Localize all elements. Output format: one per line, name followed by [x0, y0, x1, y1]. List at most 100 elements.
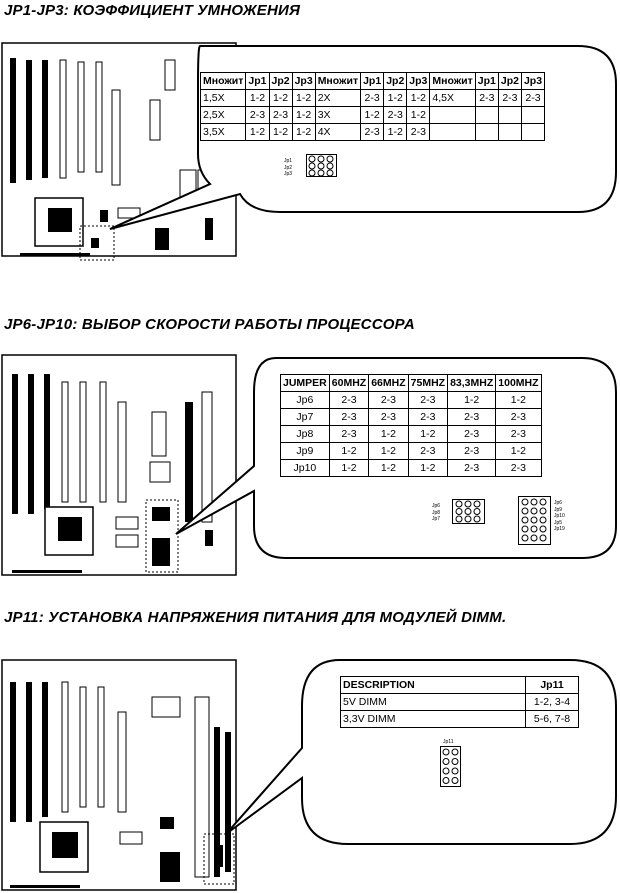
table-row: 5V DIMM 1-2, 3-4	[340, 693, 579, 711]
table-cell: 1-2	[291, 89, 316, 107]
table-cell: 4X	[314, 123, 362, 141]
table-cell: 2-3	[407, 408, 449, 426]
table-cell: 1-2	[328, 459, 370, 477]
table-row: Jp9 1-2 1-2 2-3 2-3 1-2	[280, 442, 542, 460]
table-cell	[520, 123, 546, 141]
table-cell	[429, 106, 476, 124]
table-cell: 2-3	[328, 391, 370, 409]
table-cell: 2-3	[447, 442, 497, 460]
section-heading-jp6-jp10: JP6-JP10: ВЫБОР СКОРОСТИ РАБОТЫ ПРОЦЕССО…	[4, 316, 415, 333]
table-cell: 2-3	[368, 408, 409, 426]
header-cell: Jp1	[360, 72, 385, 90]
table-cell: 3X	[314, 106, 362, 124]
table-cell: 1-2	[406, 106, 431, 124]
table-cell	[497, 106, 522, 124]
section-heading-jp11: JP11: УСТАНОВКА НАПРЯЖЕНИЯ ПИТАНИЯ ДЛЯ М…	[4, 609, 507, 626]
table-row: Jp8 2-3 1-2 1-2 2-3 2-3	[280, 425, 542, 443]
header-cell: Jp2	[497, 72, 522, 90]
jumper-label: Jp6	[554, 500, 563, 506]
table-cell	[429, 123, 476, 141]
header-cell: Jp1	[245, 72, 270, 90]
header-cell: 83,3MHZ	[447, 374, 497, 392]
jumper-pins-icon	[306, 154, 337, 177]
table-header-row: DESCRIPTION Jp11	[340, 676, 579, 694]
table-cell: 1-2	[360, 106, 385, 124]
table-row: Jp10 1-2 1-2 1-2 2-3 2-3	[280, 459, 542, 477]
header-cell: 75MHZ	[407, 374, 449, 392]
header-cell: Jp1	[474, 72, 499, 90]
table-row: Jp7 2-3 2-3 2-3 2-3 2-3	[280, 408, 542, 426]
jumper-labels: Jp6 Jp8 Jp7	[432, 503, 440, 523]
table-cell: 2-3	[328, 408, 370, 426]
table-header-row: JUMPER 60MHZ 66MHZ 75MHZ 83,3MHZ 100MHZ	[280, 374, 542, 392]
table-row: 3,3V DIMM 5-6, 7-8	[340, 710, 579, 728]
cpu-speed-table: JUMPER 60MHZ 66MHZ 75MHZ 83,3MHZ 100MHZ …	[280, 374, 542, 477]
table-cell: 2X	[314, 89, 362, 107]
table-cell: 1-2	[447, 391, 497, 409]
table-cell: 2-3	[360, 89, 385, 107]
table-cell: Jp8	[280, 425, 330, 443]
table-cell: 1-2	[406, 89, 431, 107]
table-cell: 2-3	[447, 459, 497, 477]
jumper-label: Jp7	[432, 516, 441, 522]
header-cell: 60MHZ	[328, 374, 370, 392]
table-cell: 1-2	[245, 89, 270, 107]
table-cell: Jp10	[280, 459, 330, 477]
section-heading-jp1-jp3: JP1-JP3: КОЭФФИЦИЕНТ УМНОЖЕНИЯ	[4, 2, 301, 19]
table-cell: 1-2	[245, 123, 270, 141]
header-cell: Множит	[199, 72, 247, 90]
table-cell: 1-2	[368, 425, 409, 443]
table-cell: 3,5X	[199, 123, 247, 141]
table-cell: 2-3	[474, 89, 499, 107]
jumper-label: Jp10	[554, 513, 565, 519]
table-cell: 2-3	[245, 106, 270, 124]
jumper-label: Jp11	[443, 739, 454, 745]
jumper-label: Jp1	[284, 158, 293, 164]
table-cell: 1-2, 3-4	[525, 693, 579, 711]
table-cell: 2-3	[497, 89, 522, 107]
table-cell: 2-3	[520, 89, 546, 107]
jumper-label: Jp2	[284, 164, 293, 171]
table-header-row: Множит Jp1 Jp2 Jp3 Множит Jp1 Jp2 Jp3 Мн…	[199, 72, 546, 90]
jumper-labels: Jp1 Jp2 Jp3	[284, 158, 292, 178]
header-cell: Jp2	[383, 72, 408, 90]
table-cell: 1-2	[291, 123, 316, 141]
table-cell: 1,5X	[199, 89, 247, 107]
jumper-pins-icon	[440, 746, 461, 787]
table-cell: 2-3	[495, 408, 542, 426]
multiplier-table: Множит Jp1 Jp2 Jp3 Множит Jp1 Jp2 Jp3 Мн…	[199, 72, 546, 141]
table-cell: 1-2	[495, 391, 542, 409]
table-cell: 1-2	[383, 123, 408, 141]
table-cell: 2-3	[360, 123, 385, 141]
header-cell: Jp2	[268, 72, 293, 90]
header-cell: 100MHZ	[495, 374, 542, 392]
jumper-labels: Jp6 Jp9 Jp10 Jp5 Jp19	[554, 500, 565, 533]
header-cell: Jp11	[525, 676, 579, 694]
table-cell: 2-3	[407, 391, 449, 409]
table-cell: 2-3	[495, 459, 542, 477]
table-cell: 2-3	[328, 425, 370, 443]
table-cell: 1-2	[291, 106, 316, 124]
table-cell: 2-3	[495, 425, 542, 443]
motherboard-diagram	[1, 354, 237, 576]
table-cell: 2-3	[383, 106, 408, 124]
table-cell: 1-2	[407, 425, 449, 443]
table-cell: 1-2	[368, 442, 409, 460]
table-cell	[497, 123, 522, 141]
table-cell: 2-3	[447, 425, 497, 443]
table-cell: 2-3	[268, 106, 293, 124]
jumper-label: Jp6	[432, 503, 441, 509]
jumper-label: Jp5	[554, 519, 563, 526]
table-cell: 5-6, 7-8	[525, 710, 579, 728]
jumper-label: Jp19	[554, 526, 565, 532]
header-cell: DESCRIPTION	[340, 676, 526, 694]
table-cell	[474, 106, 499, 124]
table-cell: 1-2	[368, 459, 409, 477]
table-cell: Jp9	[280, 442, 330, 460]
header-cell: Множит	[314, 72, 362, 90]
jumper-label: Jp8	[432, 509, 441, 516]
table-cell: 1-2	[268, 123, 293, 141]
motherboard-diagram	[1, 659, 237, 891]
table-cell: 1-2	[328, 442, 370, 460]
header-cell: 66MHZ	[368, 374, 409, 392]
